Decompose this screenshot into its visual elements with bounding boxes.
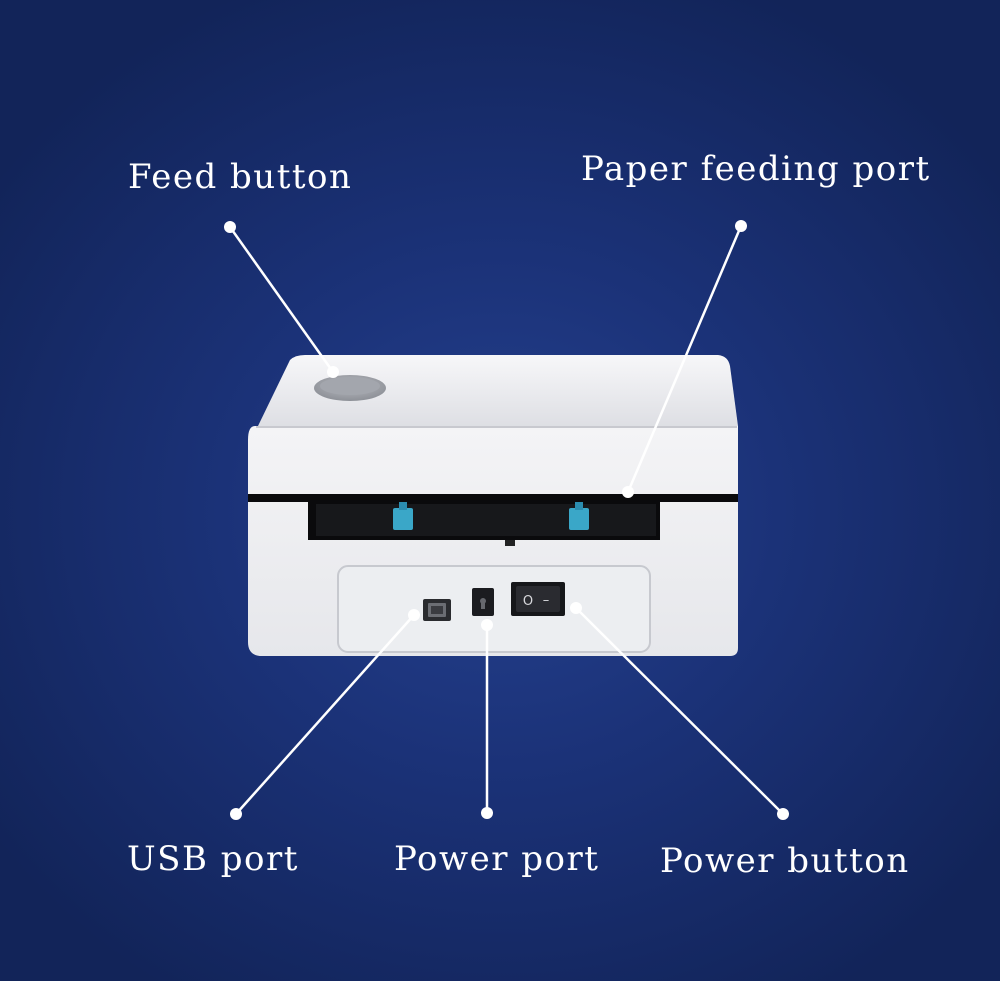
usb-port-leader <box>230 609 420 820</box>
power-button[interactable]: O – <box>511 582 565 616</box>
power-button-label: Power button <box>660 841 910 881</box>
right-paper-guide[interactable] <box>569 502 589 530</box>
power-port-leader <box>481 619 493 819</box>
switch-off-mark: O <box>523 594 533 609</box>
usb-port-label: USB port <box>127 839 299 879</box>
leader-lines <box>224 220 789 820</box>
left-paper-guide[interactable] <box>393 502 413 530</box>
printer: O – <box>248 355 738 656</box>
feed-button-label: Feed button <box>128 157 353 197</box>
paper-port-leader <box>622 220 747 498</box>
paper-feeding-port-label: Paper feeding port <box>581 149 931 189</box>
feed-button-leader <box>224 221 339 378</box>
paper-feeding-port[interactable] <box>248 494 738 546</box>
usb-port[interactable] <box>423 599 451 621</box>
power-port-label: Power port <box>394 839 600 879</box>
printer-top-cover <box>258 355 738 426</box>
power-button-leader <box>570 602 789 820</box>
switch-on-mark: – <box>543 593 550 608</box>
power-port[interactable] <box>472 588 494 616</box>
